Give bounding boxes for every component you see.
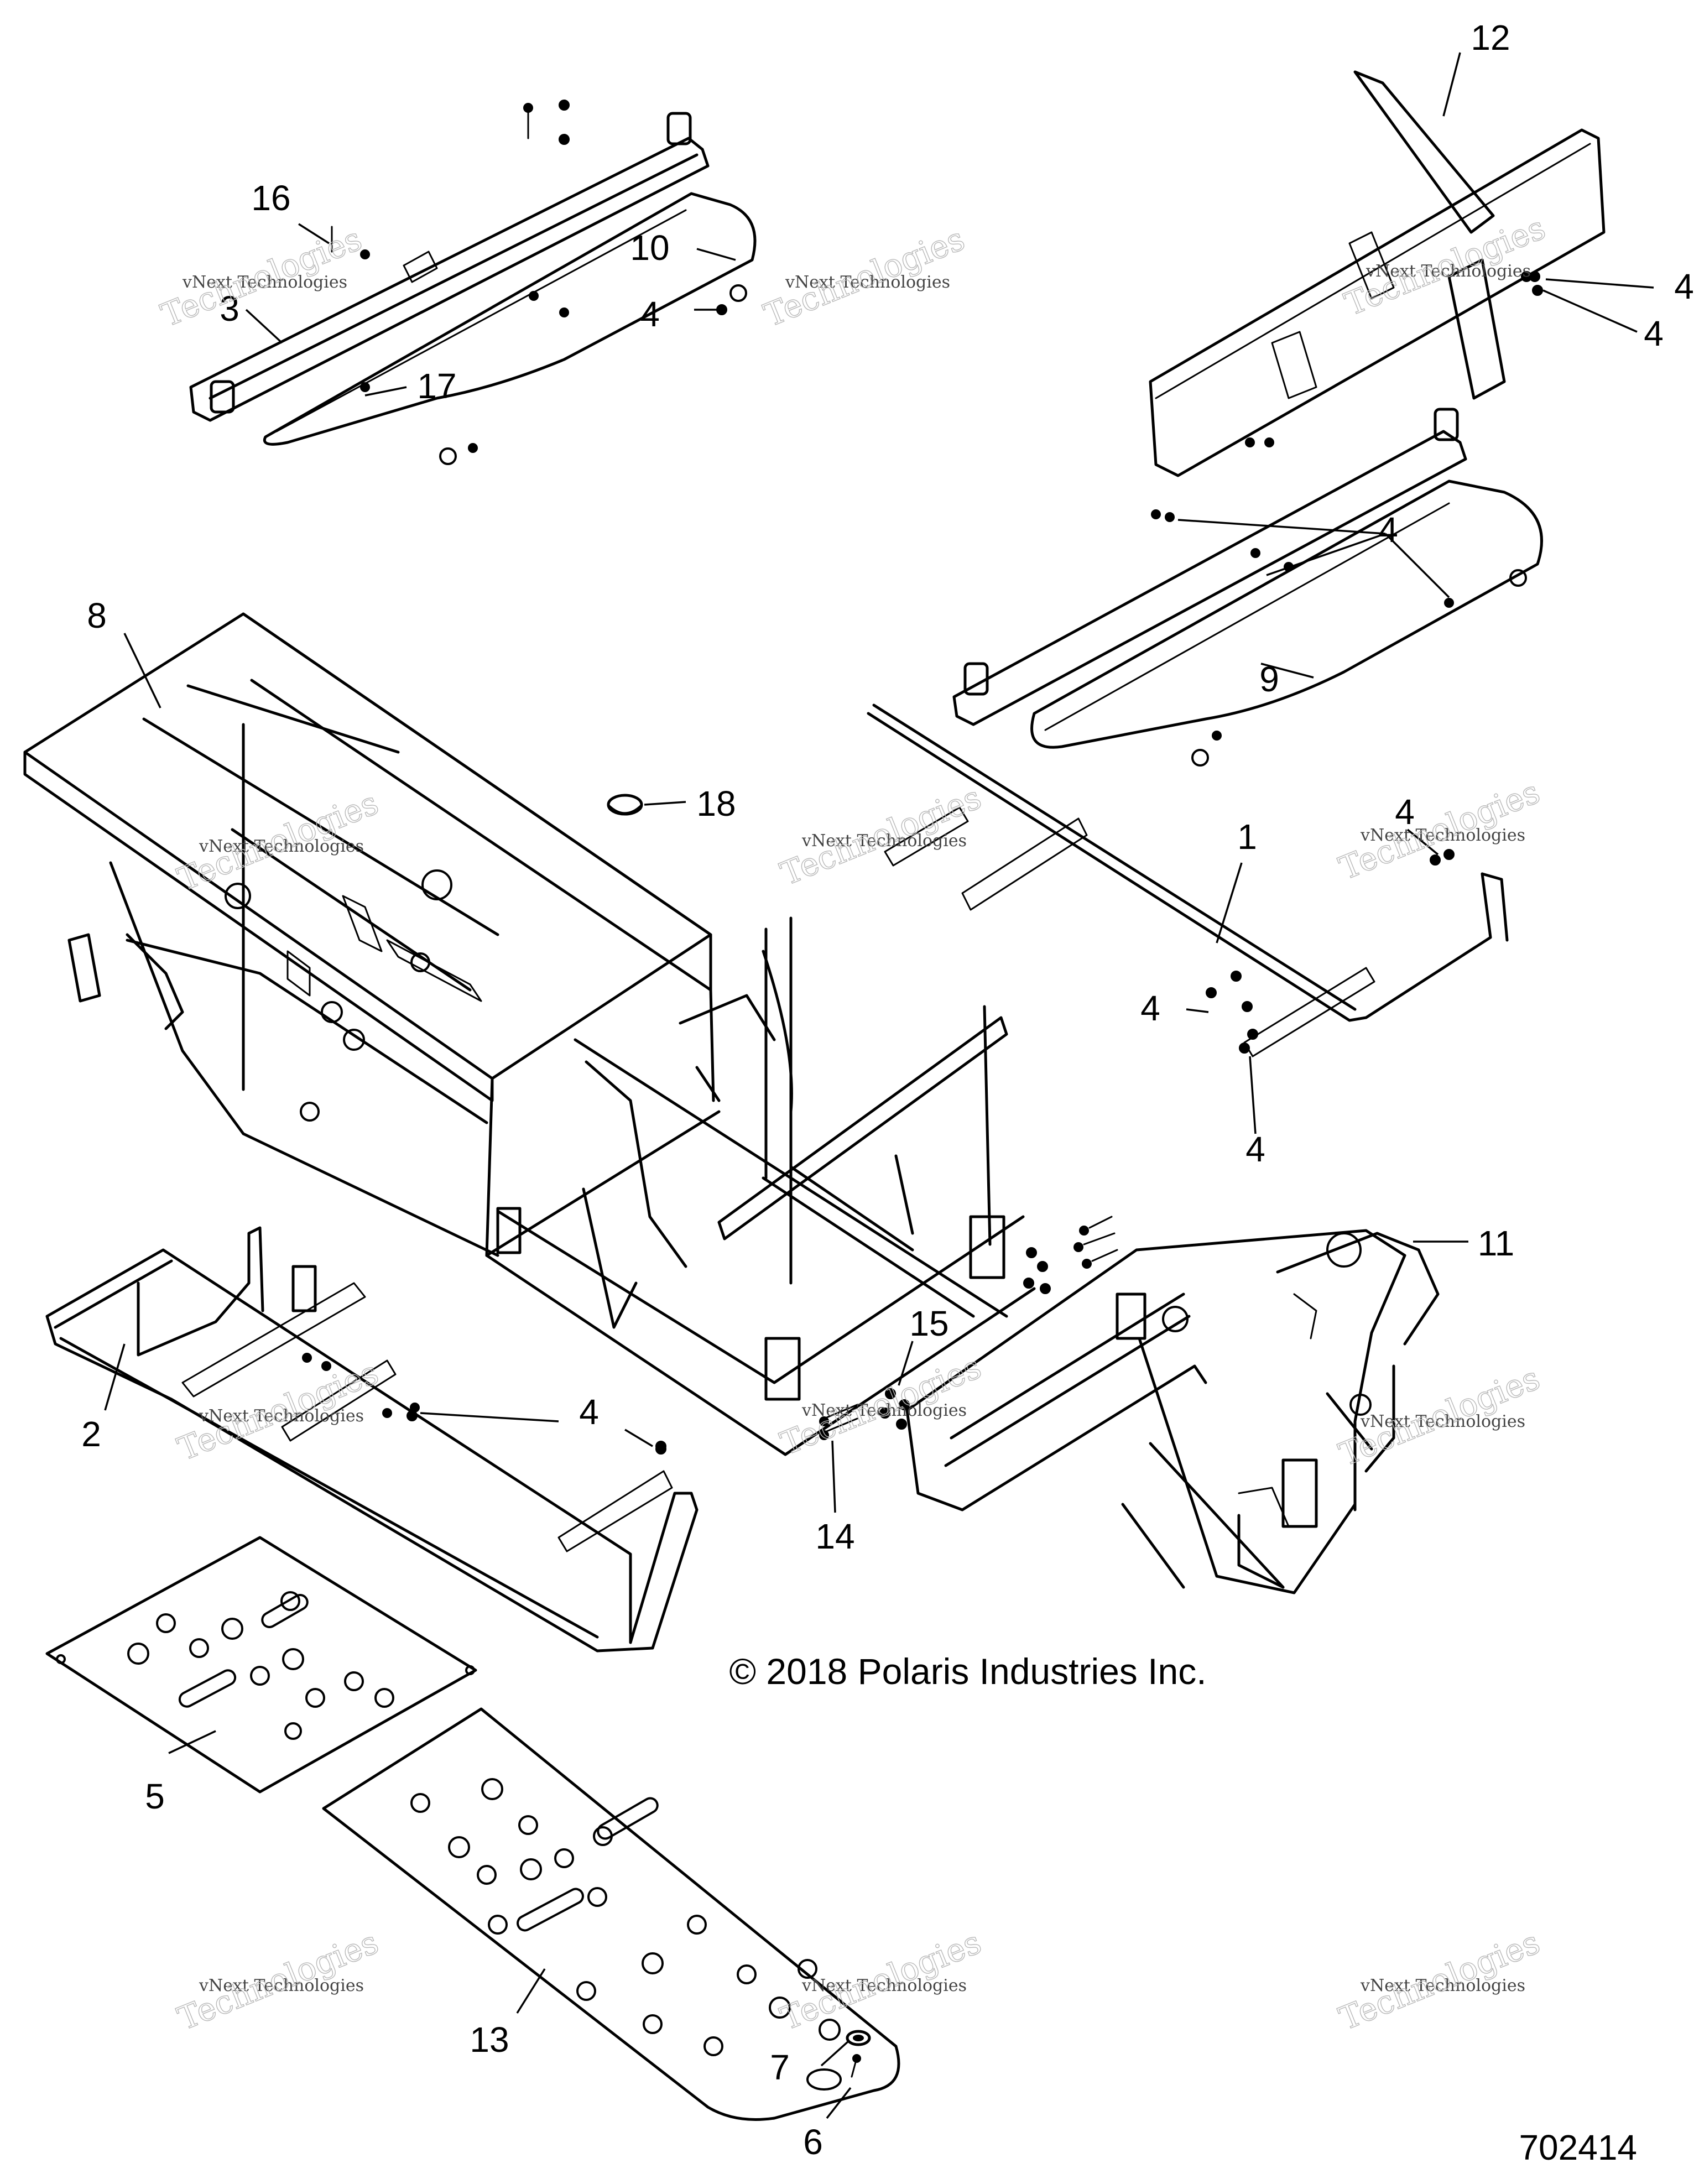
callout-12: 12	[1471, 18, 1510, 58]
callout-4-lower-rail: 4	[579, 1392, 599, 1432]
part-3-rear-cargo-frame	[189, 100, 757, 465]
callout-1: 1	[1237, 817, 1257, 857]
fastener-group-part-3	[331, 100, 727, 453]
callout-labels: 1 2 3 4 4 4 4 4 4 4 4 4 5 6 7 8 9 10 11 …	[81, 18, 1694, 2162]
part-11-front-frame	[905, 1229, 1440, 1594]
part-18-plug	[607, 794, 643, 816]
callout-3: 3	[220, 289, 239, 329]
callout-9: 9	[1259, 659, 1279, 699]
watermark-text: vNext Technologies	[1360, 1976, 1525, 1995]
callout-4-rear-frame: 4	[640, 294, 660, 334]
part-6-screw	[851, 2054, 861, 2078]
watermark-text: vNext Technologies	[182, 273, 347, 292]
part-12-front-frame-section	[1149, 70, 1606, 477]
callout-4-cargo-frame: 4	[1378, 510, 1398, 550]
watermark-text: vNext Technologies	[1366, 262, 1531, 281]
callout-7: 7	[770, 2047, 790, 2087]
part-4-fasteners	[406, 271, 1532, 1455]
part-7-washer	[846, 2030, 871, 2046]
callout-4-floor-rail-upper: 4	[1140, 988, 1160, 1028]
part-2-floor-rail	[45, 1226, 699, 1653]
leader-lines	[104, 52, 1654, 2119]
part-5-skid-plate	[45, 1536, 477, 1794]
callout-14: 14	[815, 1516, 854, 1556]
callout-4-floor-rail-end: 4	[1395, 792, 1415, 832]
callout-4-front-frame-upper: 4	[1674, 267, 1694, 306]
watermark-text: vNext Technologies	[199, 1976, 364, 1995]
fastener-cluster-front	[819, 1216, 1118, 1440]
callout-8: 8	[87, 596, 107, 635]
callout-16: 16	[251, 178, 290, 218]
watermark-text: vNext Technologies	[801, 1401, 967, 1420]
callout-4-floor-rail-lower: 4	[1245, 1129, 1265, 1169]
callout-15: 15	[909, 1304, 948, 1343]
watermark-text: vNext Technologies	[801, 831, 967, 851]
part-1-floor-rail	[867, 703, 1509, 1057]
part-13-main-skid-plate	[322, 1707, 900, 2121]
callout-13: 13	[470, 2020, 509, 2060]
callout-4-front-frame-lower: 4	[1644, 314, 1664, 353]
callout-18: 18	[696, 784, 736, 823]
document-number: 702414	[1519, 2128, 1637, 2167]
watermark-text: vNext Technologies	[1360, 826, 1525, 845]
callout-6: 6	[803, 2122, 823, 2162]
copyright-notice: © 2018 Polaris Industries Inc.	[729, 1651, 1206, 1692]
watermarks: vNext Technologies Technologies vNext Te…	[155, 209, 1551, 2038]
callout-2: 2	[81, 1414, 101, 1454]
watermark-text: vNext Technologies	[199, 1406, 364, 1426]
part-9-cargo-frame	[952, 408, 1543, 767]
callout-11: 11	[1478, 1223, 1514, 1263]
watermark-text: vNext Technologies	[801, 1976, 967, 1995]
watermark-text: vNext Technologies	[1360, 1412, 1525, 1431]
watermark-text: vNext Technologies	[199, 837, 364, 856]
callout-17: 17	[417, 366, 456, 406]
watermark-text: vNext Technologies	[785, 273, 950, 292]
callout-5: 5	[145, 1776, 165, 1816]
part-8-main-chassis	[23, 612, 1036, 1456]
callout-10: 10	[630, 228, 669, 268]
